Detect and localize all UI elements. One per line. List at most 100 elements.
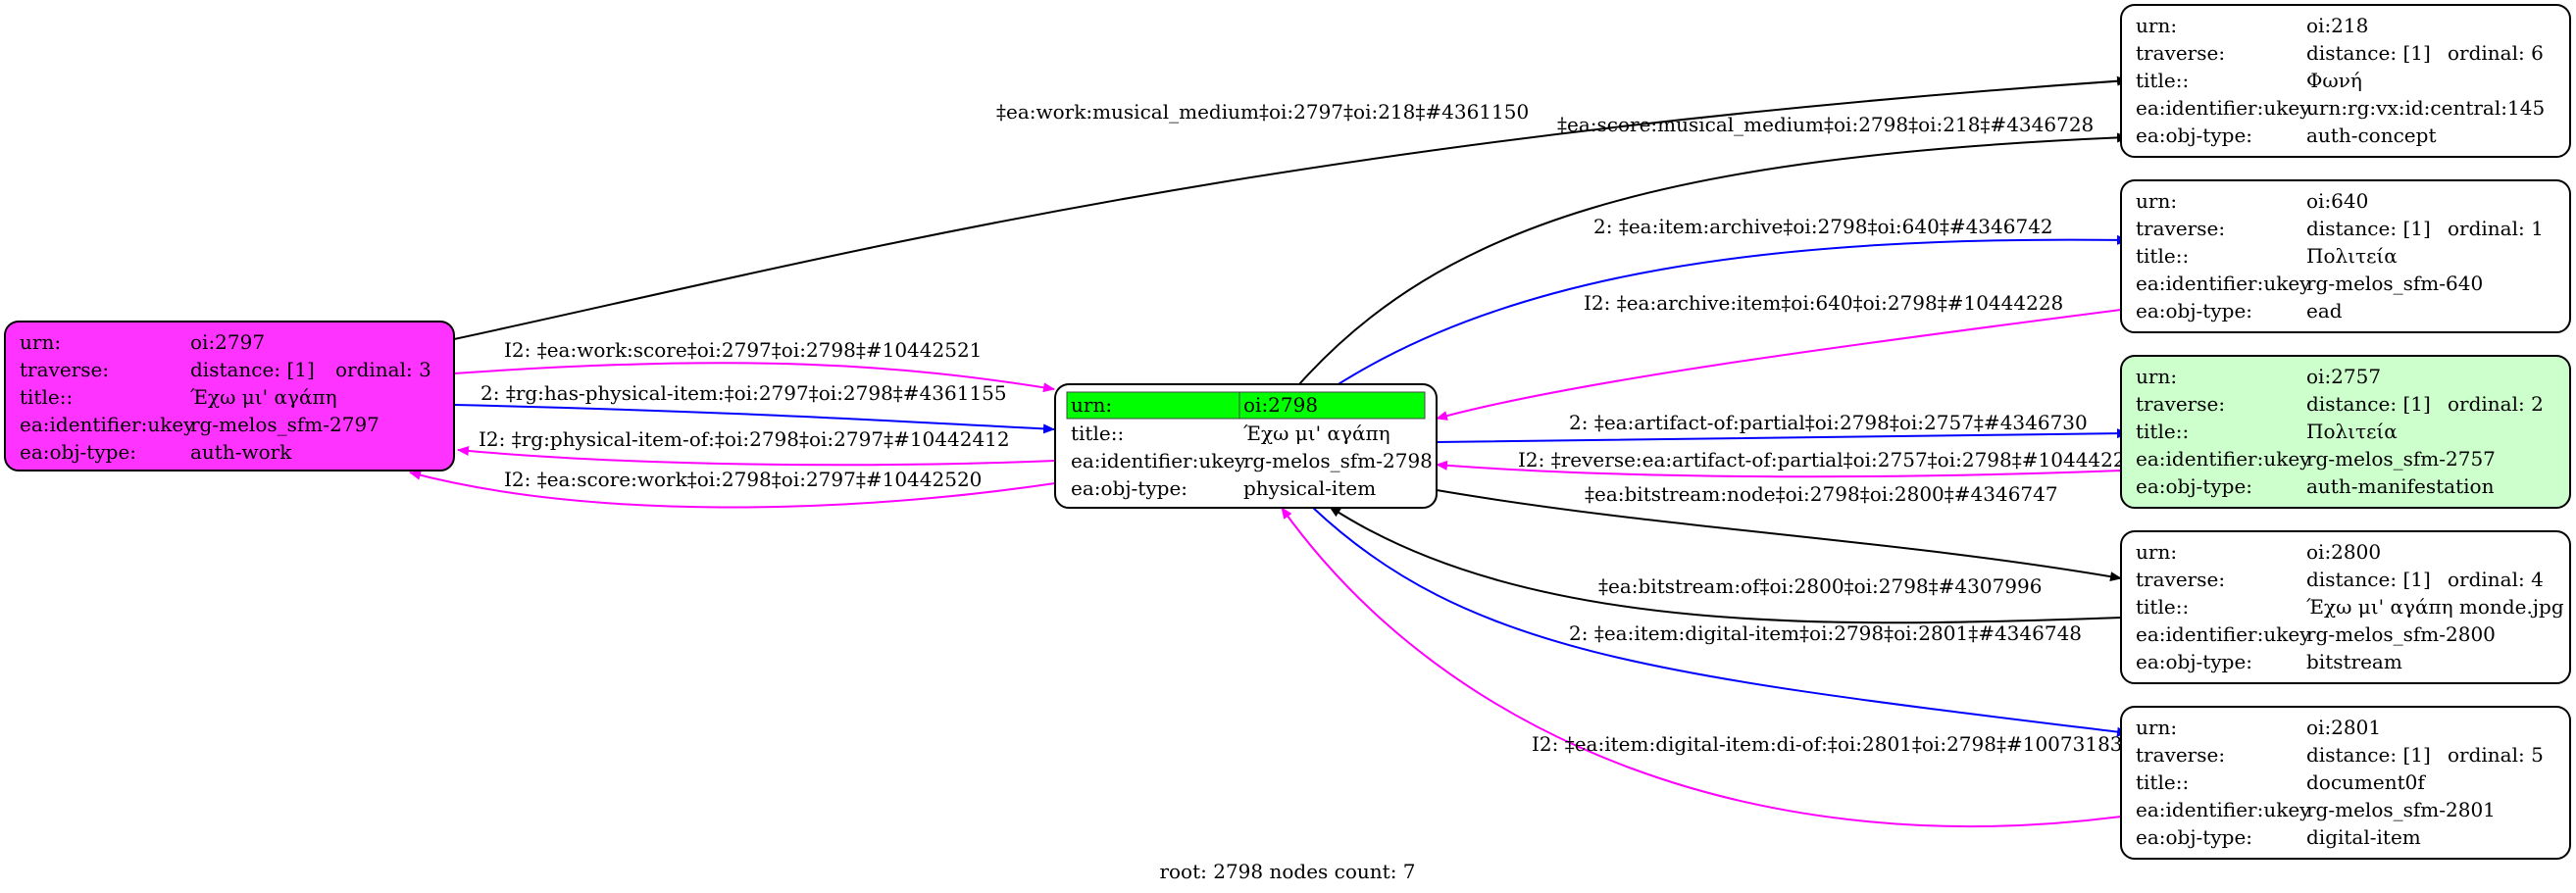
field-key: title:: <box>2136 244 2189 268</box>
edge-label: I2: ‡ea:work:score‡oi:2797‡oi:2798‡#1044… <box>504 338 982 362</box>
node-box <box>2120 4 2571 158</box>
field-key: ea:obj-type: <box>2136 474 2252 498</box>
field-value: rg-melos_sfm-2801 <box>2306 798 2496 821</box>
field-key: ea:identifier:ukey <box>2136 96 2311 120</box>
field-value: distance: [1] <box>2306 743 2431 767</box>
node-oi-2801[interactable]: urn: oi:2801 traverse: distance: [1] ord… <box>2120 706 2571 860</box>
field-value: oi:640 <box>2306 189 2368 213</box>
field-value: Πολιτεία <box>2306 420 2398 443</box>
node-box <box>2120 355 2571 509</box>
edge-item-digital-item-di-of[interactable]: I2: ‡ea:item:digital-item:di-of:‡oi:2801… <box>1281 507 2123 827</box>
field-key: title:: <box>2136 770 2189 794</box>
node-oi-218[interactable]: urn: oi:218 traverse: distance: [1] ordi… <box>2120 4 2571 158</box>
edge-item-archive[interactable]: 2: ‡ea:item:archive‡oi:2798‡oi:640‡#4346… <box>1333 215 2129 388</box>
field-value: distance: [1] <box>190 358 315 381</box>
field-key: traverse: <box>2136 217 2225 240</box>
field-key: ea:obj-type: <box>2136 299 2252 322</box>
field-key: title:: <box>2136 69 2189 92</box>
edge-label: I2: ‡reverse:ea:artifact-of:partial‡oi:2… <box>1518 448 2138 471</box>
field-key: ea:identifier:ukey <box>20 413 195 436</box>
field-value: distance: [1] <box>2306 568 2431 591</box>
edge-label: ‡ea:work:musical_medium‡oi:2797‡oi:218‡#… <box>996 100 1529 124</box>
edge-label: I2: ‡rg:physical-item-of:‡oi:2798‡oi:279… <box>479 427 1010 451</box>
field-value: oi:2797 <box>190 330 265 354</box>
field-key: ea:obj-type: <box>1071 476 1187 500</box>
field-extra: ordinal: 3 <box>335 358 431 381</box>
edge-reverse-artifact-of-partial[interactable]: I2: ‡reverse:ea:artifact-of:partial‡oi:2… <box>1436 448 2138 478</box>
edge-work-musical-medium[interactable]: ‡ea:work:musical_medium‡oi:2797‡oi:218‡#… <box>453 75 2129 340</box>
node-box <box>2120 530 2571 684</box>
edge-label: I2: ‡ea:score:work‡oi:2798‡oi:2797‡#1044… <box>504 468 982 491</box>
edge-artifact-of-partial[interactable]: 2: ‡ea:artifact-of:partial‡oi:2798‡oi:27… <box>1436 411 2129 443</box>
edge-has-physical-item[interactable]: 2: ‡rg:has-physical-item:‡oi:2797‡oi:279… <box>453 381 1055 434</box>
field-key: ea:obj-type: <box>2136 650 2252 673</box>
field-value: physical-item <box>1243 476 1376 500</box>
field-value: rg-melos_sfm-2800 <box>2306 622 2496 646</box>
edge-score-work[interactable]: I2: ‡ea:score:work‡oi:2798‡oi:2797‡#1044… <box>409 468 1056 509</box>
field-key: urn: <box>2136 365 2177 388</box>
field-key: urn: <box>2136 14 2177 37</box>
field-value: Φωνή <box>2306 69 2362 92</box>
edge-label: 2: ‡rg:has-physical-item:‡oi:2797‡oi:279… <box>480 381 1007 405</box>
field-key: ea:obj-type: <box>20 440 136 464</box>
field-value: auth-work <box>190 440 292 464</box>
node-oi-2798[interactable]: urn: oi:2798 title:: Έχω μι' αγάπη ea:id… <box>1054 383 1438 509</box>
edge-label: ‡ea:score:musical_medium‡oi:2798‡oi:218‡… <box>1557 113 2094 136</box>
field-key: ea:obj-type: <box>2136 124 2252 147</box>
field-value: rg-melos_sfm-2798 <box>1243 449 1433 472</box>
edge-label: ‡ea:bitstream:node‡oi:2798‡oi:2800‡#4346… <box>1585 482 2058 506</box>
field-key: traverse: <box>2136 743 2225 767</box>
field-extra: ordinal: 2 <box>2448 392 2544 416</box>
edge-bitstream-node[interactable]: ‡ea:bitstream:node‡oi:2798‡oi:2800‡#4346… <box>1436 482 2122 582</box>
field-key: urn: <box>20 330 61 354</box>
field-key: title:: <box>20 385 73 409</box>
field-value: auth-concept <box>2306 124 2436 147</box>
field-extra: ordinal: 6 <box>2448 41 2544 65</box>
field-key: traverse: <box>20 358 109 381</box>
field-value: oi:2800 <box>2306 540 2381 564</box>
node-oi-2797[interactable]: urn: oi:2797 traverse: distance: [1] ord… <box>4 321 455 471</box>
edge-work-score[interactable]: I2: ‡ea:work:score‡oi:2797‡oi:2798‡#1044… <box>453 338 1055 393</box>
edge-archive-item[interactable]: I2: ‡ea:archive:item‡oi:640‡oi:2798‡#104… <box>1436 291 2122 421</box>
field-value: Έχω μι' αγάπη <box>190 385 337 409</box>
field-value: oi:2798 <box>1243 393 1318 417</box>
field-key: traverse: <box>2136 41 2225 65</box>
field-key: ea:identifier:ukey <box>2136 272 2311 295</box>
field-value: oi:2757 <box>2306 365 2381 388</box>
field-key: traverse: <box>2136 392 2225 416</box>
field-value: distance: [1] <box>2306 392 2431 416</box>
node-oi-2757[interactable]: urn: oi:2757 traverse: distance: [1] ord… <box>2120 355 2571 509</box>
edge-label: I2: ‡ea:archive:item‡oi:640‡oi:2798‡#104… <box>1584 291 2063 315</box>
edge-score-musical-medium[interactable]: ‡ea:score:musical_medium‡oi:2798‡oi:218‡… <box>1298 113 2129 385</box>
node-oi-640[interactable]: urn: oi:640 traverse: distance: [1] ordi… <box>2120 179 2571 333</box>
field-value: Πολιτεία <box>2306 244 2398 268</box>
field-extra: ordinal: 5 <box>2448 743 2544 767</box>
field-key: ea:identifier:ukey <box>2136 622 2311 646</box>
field-value: bitstream <box>2306 650 2402 673</box>
node-oi-2800[interactable]: urn: oi:2800 traverse: distance: [1] ord… <box>2120 530 2571 684</box>
edge-item-digital-item[interactable]: 2: ‡ea:item:digital-item‡oi:2798‡oi:2801… <box>1311 506 2129 737</box>
field-key: title:: <box>2136 420 2189 443</box>
field-key: ea:obj-type: <box>2136 825 2252 849</box>
field-value: auth-manifestation <box>2306 474 2495 498</box>
edge-layer: ‡ea:work:musical_medium‡oi:2797‡oi:218‡#… <box>409 75 2138 827</box>
edge-label: ‡ea:bitstream:of‡oi:2800‡oi:2798‡#430799… <box>1598 574 2042 598</box>
field-value: rg-melos_sfm-2797 <box>190 413 379 436</box>
edge-label: 2: ‡ea:item:digital-item‡oi:2798‡oi:2801… <box>1569 621 2082 645</box>
field-extra: ordinal: 4 <box>2448 568 2544 591</box>
field-key: urn: <box>2136 716 2177 739</box>
field-value: oi:2801 <box>2306 716 2381 739</box>
field-value: distance: [1] <box>2306 41 2431 65</box>
edge-label: 2: ‡ea:artifact-of:partial‡oi:2798‡oi:27… <box>1569 411 2088 434</box>
node-box <box>4 321 455 471</box>
edge-physical-item-of[interactable]: I2: ‡rg:physical-item-of:‡oi:2798‡oi:279… <box>457 427 1056 467</box>
root-header-cell <box>1238 391 1426 420</box>
node-layer: urn: oi:2797 traverse: distance: [1] ord… <box>4 4 2571 860</box>
field-key: title:: <box>2136 595 2189 619</box>
edge-label: I2: ‡ea:item:digital-item:di-of:‡oi:2801… <box>1532 732 2123 756</box>
field-value: rg-melos_sfm-2757 <box>2306 447 2496 471</box>
edge-bitstream-of[interactable]: ‡ea:bitstream:of‡oi:2800‡oi:2798‡#430799… <box>1329 506 2122 624</box>
field-extra: ordinal: 1 <box>2448 217 2544 240</box>
node-box <box>2120 179 2571 333</box>
